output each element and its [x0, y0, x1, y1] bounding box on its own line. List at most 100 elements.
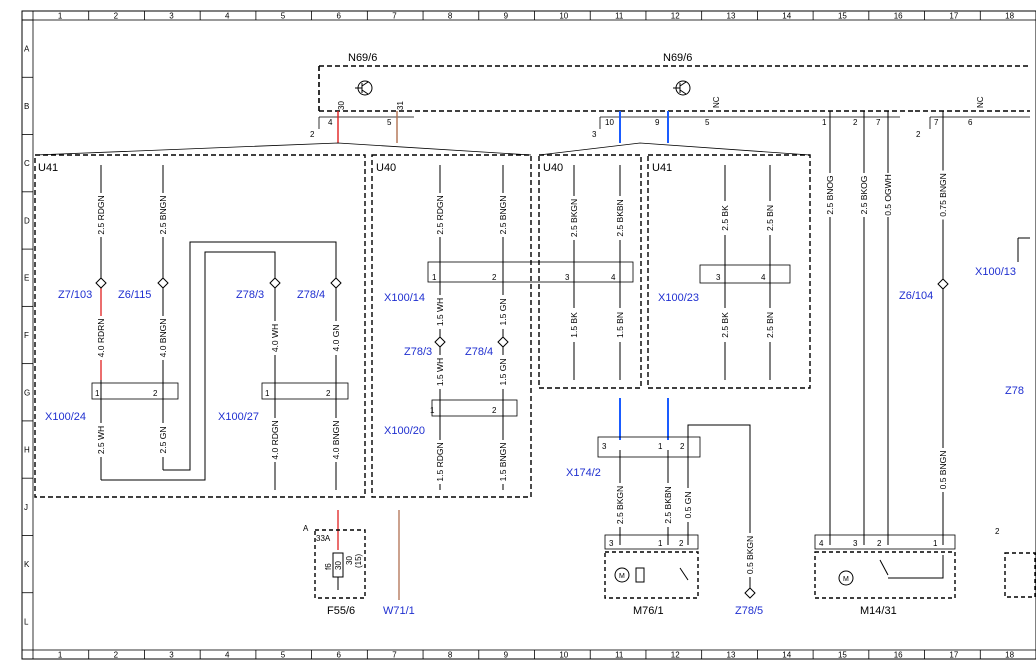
- wire-label: 2.5 BKBN: [615, 199, 625, 236]
- svg-text:2: 2: [492, 406, 497, 415]
- svg-text:4: 4: [819, 539, 824, 548]
- svg-text:X100/13: X100/13: [975, 266, 1016, 278]
- pin-label: 7: [876, 118, 881, 127]
- svg-text:X100/23: X100/23: [658, 292, 699, 304]
- pin-label: 6: [968, 118, 973, 127]
- u40-mid-label: U40: [376, 162, 396, 174]
- svg-text:3: 3: [716, 273, 721, 282]
- wire-label: 0.5 BNGN: [938, 451, 948, 490]
- svg-text:33A: 33A: [316, 534, 331, 543]
- fuse-f55: A 33A f6 30 30 (15) F55/6: [303, 524, 366, 617]
- grid-ruler: 1122334455667788991010111112121313141415…: [21, 10, 1036, 660]
- column-number: 17: [949, 12, 958, 21]
- pin-label: NC: [976, 96, 985, 108]
- column-number: 3: [169, 12, 174, 21]
- column-number: 13: [727, 12, 736, 21]
- svg-text:2: 2: [492, 273, 497, 282]
- svg-text:M76/1: M76/1: [633, 605, 664, 617]
- svg-text:Z7/103: Z7/103: [58, 289, 92, 301]
- svg-text:A: A: [303, 524, 309, 533]
- svg-text:Z78/4: Z78/4: [465, 346, 493, 358]
- motor-m76: M 3 1 2 M76/1: [604, 534, 699, 617]
- svg-text:30: 30: [345, 556, 354, 565]
- n69-right-label: N69/6: [663, 52, 692, 64]
- svg-text:30: 30: [334, 561, 343, 570]
- svg-text:1: 1: [933, 539, 938, 548]
- svg-text:2: 2: [326, 389, 331, 398]
- column-number: 1: [58, 651, 63, 660]
- wire-label: 0.75 BNGN: [938, 173, 948, 216]
- column-number: 9: [504, 651, 509, 660]
- svg-text:X100/24: X100/24: [45, 411, 86, 423]
- row-letter: B: [24, 102, 29, 111]
- wire-label: 2.5 BNGN: [498, 196, 508, 235]
- connector-strips: [91, 261, 791, 458]
- wire-label: 1.5 WH: [435, 358, 445, 386]
- svg-text:4: 4: [611, 273, 616, 282]
- svg-text:Z78/4: Z78/4: [297, 289, 325, 301]
- svg-text:X100/14: X100/14: [384, 292, 425, 304]
- pin-label: NC: [712, 96, 721, 108]
- wire-label: 4.0 RDRN: [96, 319, 106, 358]
- wire-label: 1.5 WH: [435, 298, 445, 326]
- wire-label: 2.5 BNGN: [158, 196, 168, 235]
- svg-text:2: 2: [995, 527, 1000, 536]
- row-letter: K: [24, 560, 30, 569]
- motor-m14: M 4 3 2 1 M14/31: [814, 534, 956, 617]
- u40-right-label: U40: [543, 162, 563, 174]
- pin-label: 2: [916, 130, 921, 139]
- svg-text:F55/6: F55/6: [327, 605, 355, 617]
- transistor-icon: [355, 80, 373, 96]
- pin-label: 1: [822, 118, 827, 127]
- svg-text:2: 2: [680, 442, 685, 451]
- svg-text:(15): (15): [354, 553, 363, 568]
- n69-module: N69/6 N69/6 2 3 2 4 5 10 9 5 1 2 7 7 6 3…: [310, 52, 1030, 143]
- svg-text:X100/27: X100/27: [218, 411, 259, 423]
- pin-label: 9: [655, 118, 660, 127]
- wire-label: 4.0 WH: [270, 324, 280, 352]
- svg-text:Z78/3: Z78/3: [404, 346, 432, 358]
- column-number: 18: [1005, 651, 1014, 660]
- svg-text:2: 2: [679, 539, 684, 548]
- row-letter: L: [24, 617, 29, 626]
- column-number: 4: [225, 651, 230, 660]
- pin-label: 3: [592, 130, 597, 139]
- column-number: 5: [281, 651, 286, 660]
- row-letter: H: [24, 446, 30, 455]
- svg-text:1: 1: [95, 389, 100, 398]
- svg-text:Z6/104: Z6/104: [899, 290, 933, 302]
- svg-text:4: 4: [761, 273, 766, 282]
- svg-text:Z6/115: Z6/115: [118, 289, 151, 301]
- column-number: 7: [392, 12, 397, 21]
- wire-label: 2.5 BK: [720, 205, 730, 231]
- wire-label: 0.5 GN: [683, 492, 693, 519]
- svg-text:3: 3: [565, 273, 570, 282]
- svg-text:1: 1: [658, 442, 663, 451]
- wire-label: 4.0 BNGN: [331, 421, 341, 460]
- column-number: 13: [727, 651, 736, 660]
- wire-label: 2.5 RDGN: [435, 195, 445, 234]
- wire-label: 2.5 GN: [158, 427, 168, 454]
- transistor-icon: [673, 80, 691, 96]
- svg-text:Z78/5: Z78/5: [735, 605, 763, 617]
- pin-label: 10: [605, 118, 614, 127]
- svg-text:3: 3: [853, 539, 858, 548]
- pin-label: 2: [310, 130, 315, 139]
- motor-icon: M: [619, 573, 625, 580]
- wire-label: 1.5 RDGN: [435, 442, 445, 481]
- svg-text:1: 1: [432, 273, 437, 282]
- pin-label: 5: [705, 118, 710, 127]
- wire-label: 2.5 BNOG: [825, 175, 835, 214]
- wire-set: [100, 111, 944, 600]
- strip-pins: 1 2 1 2 1 2 1 2 3 4 3 4 3 1 2: [95, 273, 766, 451]
- wire-label: 2.5 RDGN: [96, 195, 106, 234]
- pin-label: 4: [328, 118, 333, 127]
- motor-icon: M: [843, 576, 849, 583]
- row-letter: A: [24, 45, 30, 54]
- column-number: 15: [838, 651, 847, 660]
- wire-label: 4.0 RDGN: [270, 420, 280, 459]
- n69-left-label: N69/6: [348, 52, 377, 64]
- wire-label: 2.5 BKOG: [859, 176, 869, 215]
- column-number: 16: [894, 651, 903, 660]
- row-letter: G: [24, 388, 30, 397]
